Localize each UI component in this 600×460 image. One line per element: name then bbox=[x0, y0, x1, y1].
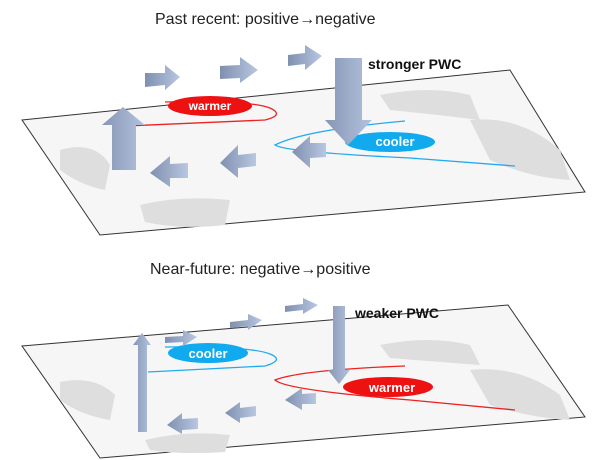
west-anomaly-label: cooler bbox=[188, 346, 227, 361]
upper-flow-arrow bbox=[230, 314, 262, 330]
sinking-air-arrow bbox=[325, 58, 372, 145]
west-anomaly-ellipse bbox=[168, 96, 252, 116]
lower-flow-arrow bbox=[292, 136, 326, 168]
lower-flow-arrow bbox=[220, 145, 256, 178]
upper-flow-arrow bbox=[165, 330, 197, 346]
land-masses bbox=[60, 340, 570, 454]
upper-flow-arrow bbox=[288, 45, 322, 70]
east-anomaly-ellipse bbox=[343, 377, 433, 397]
upper-flow-arrow bbox=[220, 57, 258, 83]
panel-past-recent: Past recent: positive→negative warmer co… bbox=[21, 11, 586, 236]
warm-contour bbox=[273, 365, 516, 411]
rising-air-arrow bbox=[133, 333, 151, 432]
land-masses bbox=[60, 90, 570, 227]
upper-flow-arrow bbox=[285, 298, 318, 314]
rising-air-arrow bbox=[102, 107, 145, 170]
lower-flow-arrow bbox=[150, 156, 188, 187]
east-anomaly-label: warmer bbox=[368, 380, 415, 395]
panel-title: Past recent: positive→negative bbox=[155, 11, 376, 28]
pwc-label: stronger PWC bbox=[368, 56, 461, 72]
west-anomaly-label: warmer bbox=[188, 99, 232, 113]
panel-near-future: Near-future: negative→positive cooler wa… bbox=[21, 261, 586, 459]
east-anomaly-label: cooler bbox=[375, 134, 414, 149]
lower-flow-arrow bbox=[167, 413, 198, 434]
sinking-air-arrow bbox=[328, 306, 350, 384]
lower-flow-arrow bbox=[285, 388, 316, 410]
west-anomaly-ellipse bbox=[168, 343, 248, 363]
east-anomaly-ellipse bbox=[345, 132, 435, 152]
upper-flow-arrow bbox=[145, 65, 180, 90]
lower-flow-arrow bbox=[225, 402, 256, 423]
panel-title: Near-future: negative→positive bbox=[150, 261, 371, 278]
pwc-label: weaker PWC bbox=[354, 305, 439, 321]
